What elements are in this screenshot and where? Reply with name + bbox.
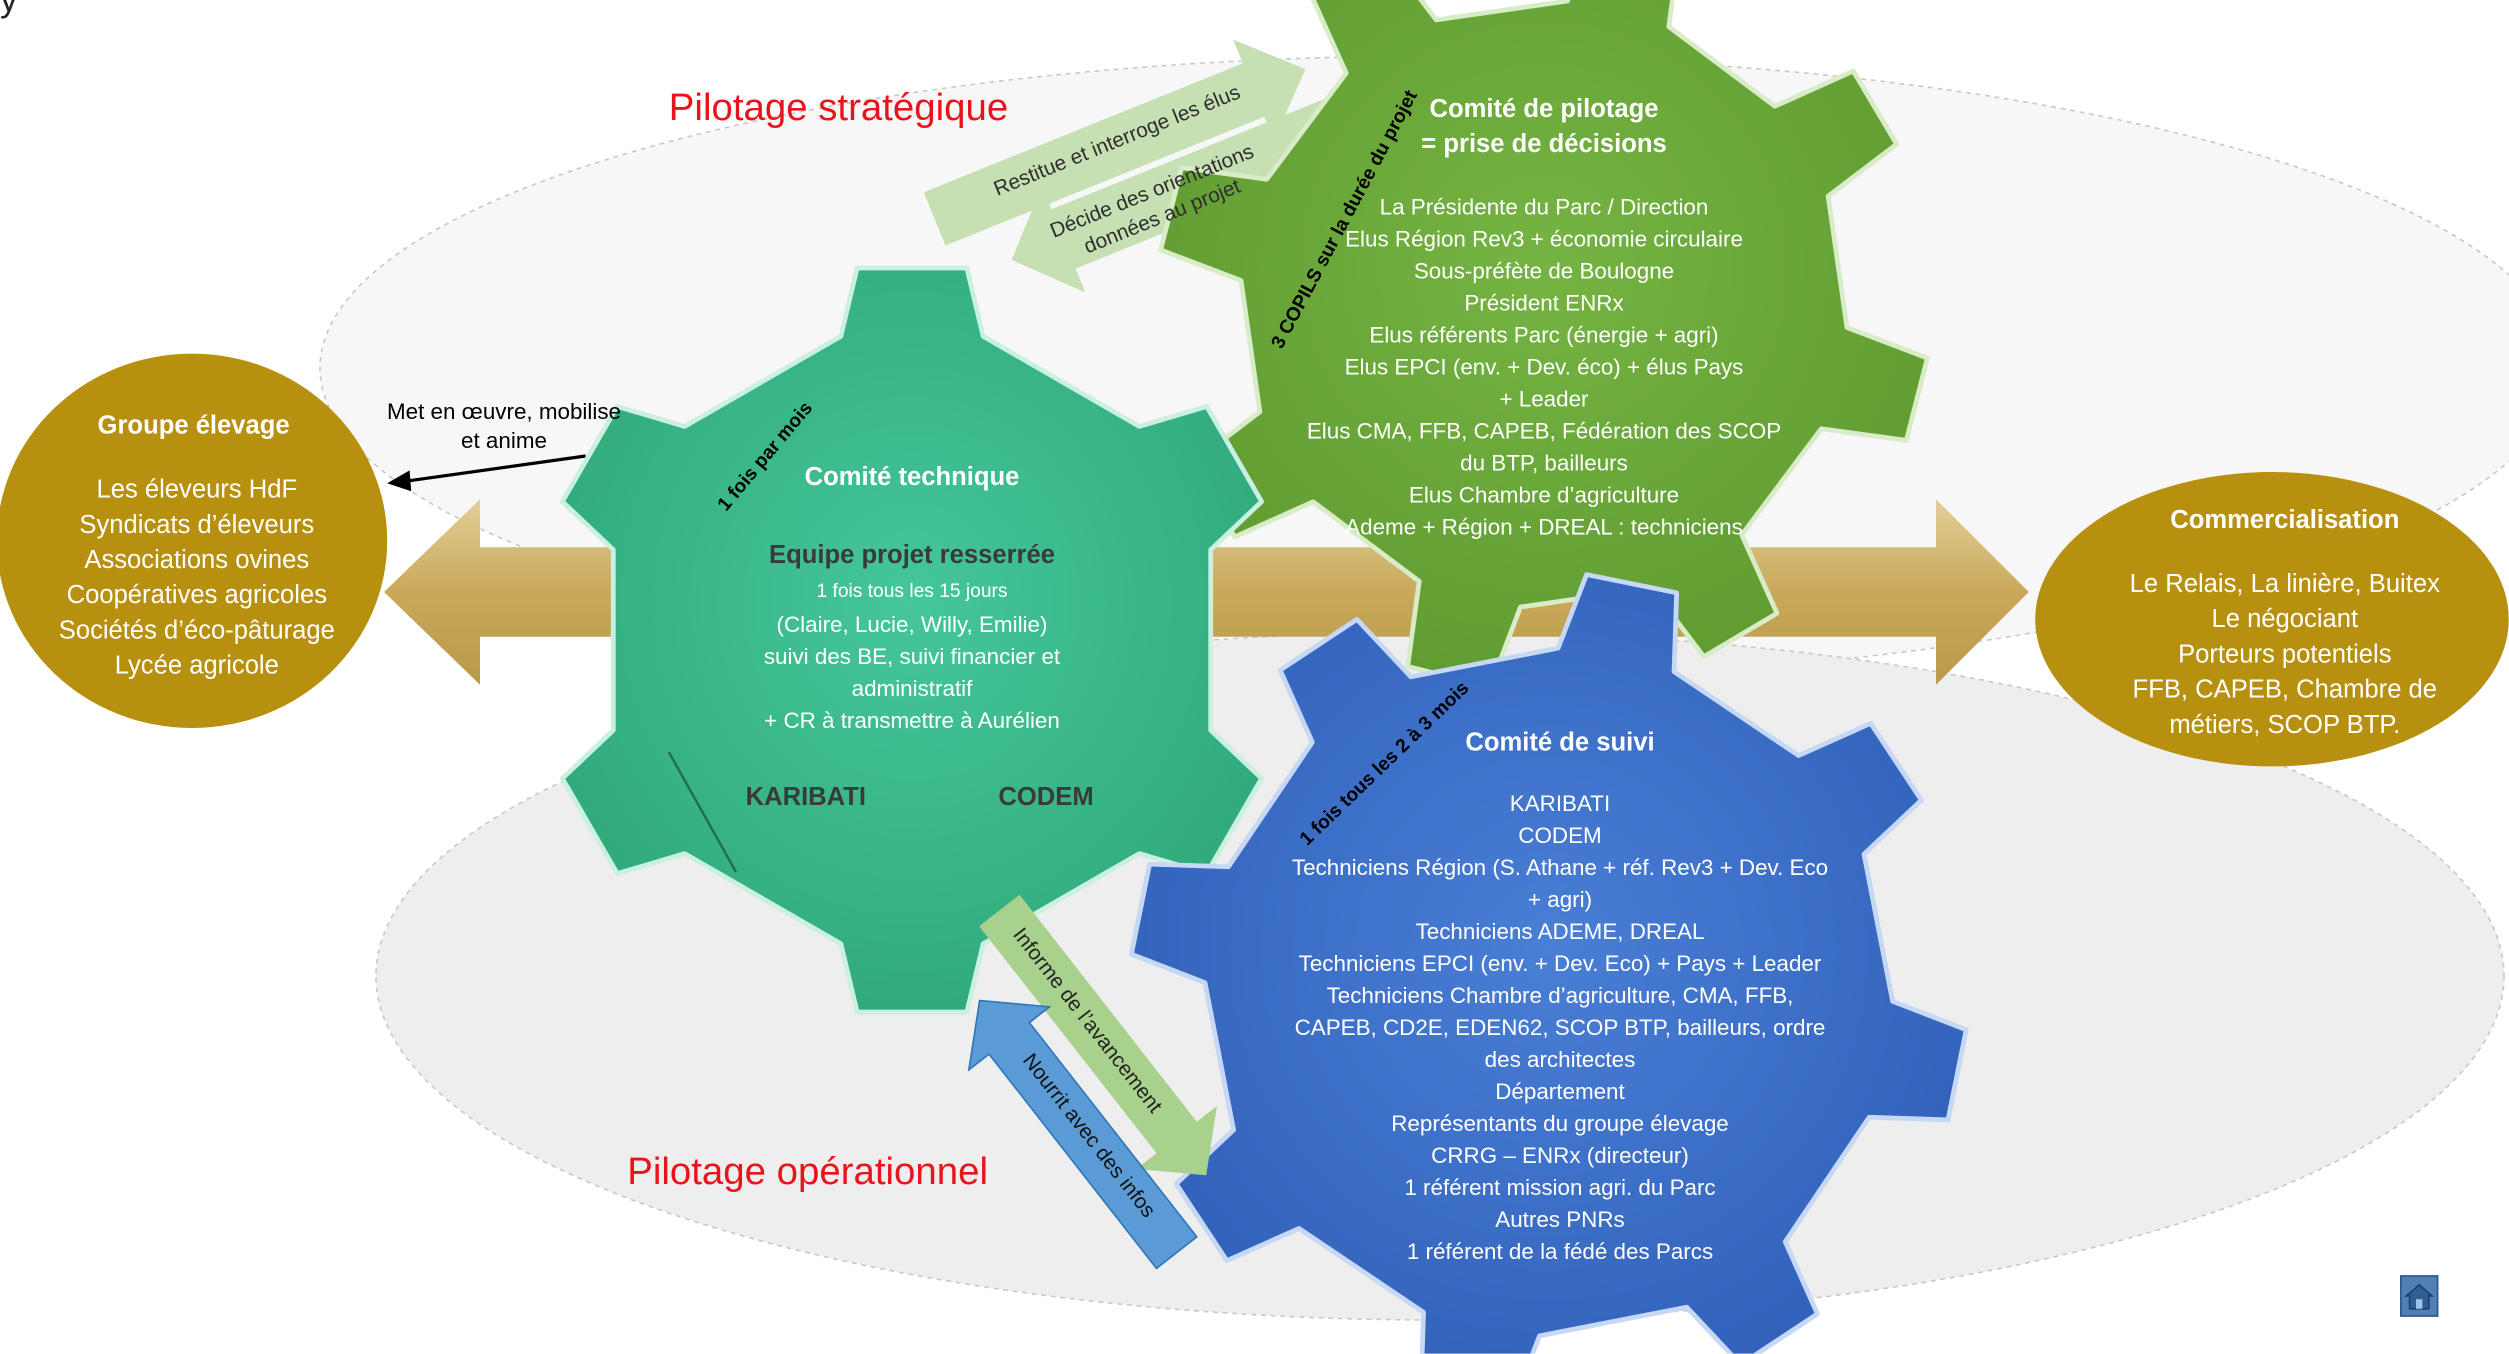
groupe-elevage-item: Coopératives agricoles	[66, 582, 327, 610]
comite-suivi-line: 1 référent de la fédé des Parcs	[1406, 1238, 1714, 1264]
comite-pilotage-gear	[1158, 0, 1930, 690]
strategic-zone-title: Pilotage stratégique	[668, 86, 1009, 130]
operational-zone-title: Pilotage opérationnel	[627, 1150, 989, 1194]
comite-technique-subtitle: Equipe projet resserrée	[769, 542, 1055, 570]
comite-suivi-line: 1 référent mission agri. du Parc	[1404, 1174, 1716, 1200]
comite-pilotage-line: du BTP, bailleurs	[1460, 449, 1628, 476]
comite-suivi-line: Département	[1495, 1078, 1625, 1104]
informe-arrow	[979, 894, 1218, 1176]
comite-technique-line: + CR à transmettre à Aurélien	[764, 707, 1060, 733]
comite-pilotage-line: Elus Chambre d’agriculture	[1408, 481, 1680, 508]
comite-pilotage-line: Elus Région Rev3 + économie circulaire	[1345, 225, 1743, 252]
comite-suivi-line: Techniciens ADEME, DREAL	[1415, 918, 1705, 944]
met-en-oeuvre-line: et anime	[461, 427, 547, 453]
comite-pilotage-line: La Présidente du Parc / Direction	[1379, 193, 1709, 220]
groupe-elevage-item: Syndicats d’éleveurs	[79, 512, 315, 540]
met-en-oeuvre-arrow-line	[402, 454, 586, 484]
comite-suivi-title: Comité de suivi	[1465, 729, 1655, 757]
groupe-elevage-item: Associations ovines	[84, 547, 310, 575]
gear-shape	[1128, 572, 1969, 1354]
met-en-oeuvre-arrowhead	[387, 470, 412, 492]
groupe-elevage-item: Les éleveurs HdF	[96, 476, 298, 504]
groupe-elevage-item: Lycée agricole	[114, 652, 279, 680]
comite-technique-cadence: 1 fois tous les 15 jours	[816, 579, 1008, 602]
comite-pilotage-line: Elus CMA, FFB, CAPEB, Fédération des SCO…	[1306, 417, 1782, 444]
commercialisation-title: Commercialisation	[2170, 507, 2400, 535]
comite-pilotage-title-line: Comité de pilotage	[1429, 96, 1659, 124]
codem-label: CODEM	[998, 784, 1094, 812]
comite-technique-line: (Claire, Lucie, Willy, Emilie)	[776, 611, 1048, 637]
gear-shape	[560, 265, 1265, 1015]
header-fragment: y	[0, 0, 18, 17]
comite-suivi-line: Techniciens Région (S. Athane + réf. Rev…	[1291, 854, 1829, 880]
comite-suivi-line: CAPEB, CD2E, EDEN62, SCOP BTP, bailleurs…	[1294, 1014, 1826, 1040]
home-icon-glyph	[2404, 1283, 2435, 1310]
met-en-oeuvre-label: Met en œuvre, mobilise et anime	[362, 397, 647, 455]
comite-suivi-lines: KARIBATI CODEM Techniciens Région (S. At…	[1264, 787, 1856, 1267]
restitue-arrow	[923, 39, 1306, 246]
comite-pilotage-line: Elus EPCI (env. + Dev. éco) + élus Pays	[1344, 353, 1744, 380]
home-icon[interactable]	[2400, 1275, 2439, 1317]
teal-gear-divider	[667, 751, 738, 873]
comite-pilotage-title: Comité de pilotage = prise de décisions	[1328, 93, 1760, 163]
comite-suivi-line: Techniciens Chambre d’agriculture, CMA, …	[1326, 982, 1794, 1008]
comite-technique-line: administratif	[851, 675, 973, 701]
comite-pilotage-lines: La Présidente du Parc / Direction Elus R…	[1296, 190, 1792, 542]
met-en-oeuvre-line: Met en œuvre, mobilise	[386, 398, 622, 424]
comite-suivi-gear	[1128, 572, 1969, 1354]
commercialisation-item: Le négociant	[2211, 606, 2359, 634]
commercialisation-item: FFB, CAPEB, Chambre de	[2132, 676, 2438, 704]
commercialisation-item: Le Relais, La linière, Buitex	[2129, 571, 2440, 599]
comite-pilotage-line: Elus référents Parc (énergie + agri)	[1369, 321, 1719, 348]
comite-pilotage-line: Président ENRx	[1464, 289, 1624, 316]
commercialisation-list: Le Relais, La linière, Buitex Le négocia…	[2064, 568, 2506, 744]
comite-suivi-line: Techniciens EPCI (env. + Dev. Eco) + Pay…	[1298, 950, 1822, 976]
comite-technique-lines: (Claire, Lucie, Willy, Emilie) suivi des…	[688, 608, 1136, 736]
comite-suivi-line: CODEM	[1518, 822, 1602, 848]
commercialisation-item: Porteurs potentiels	[2178, 641, 2392, 669]
comite-technique-title: Comité technique	[804, 464, 1020, 492]
comite-suivi-line: Autres PNRs	[1495, 1206, 1625, 1232]
commercialisation-item: métiers, SCOP BTP.	[2169, 712, 2401, 740]
comite-pilotage-line: Ademe + Région + DREAL : techniciens	[1345, 513, 1743, 540]
comite-pilotage-line: + Leader	[1499, 385, 1589, 412]
nourrit-arrow	[967, 999, 1198, 1270]
comite-suivi-line: des architectes	[1484, 1046, 1636, 1072]
comite-suivi-line: Représentants du groupe élevage	[1391, 1110, 1729, 1136]
comite-suivi-line: + agri)	[1527, 886, 1593, 912]
gear-shape	[1158, 0, 1930, 690]
comite-technique-line: suivi des BE, suivi financier et	[763, 643, 1061, 669]
groupe-elevage-title: Groupe élevage	[97, 412, 290, 440]
commercialisation-oval	[2035, 472, 2509, 767]
comite-pilotage-title-line: = prise de décisions	[1421, 131, 1667, 159]
groupe-elevage-list: Les éleveurs HdF Syndicats d’éleveurs As…	[0, 474, 394, 685]
comite-suivi-line: KARIBATI	[1509, 790, 1611, 816]
comite-pilotage-line: Sous-préfète de Boulogne	[1413, 257, 1675, 284]
groupe-elevage-oval	[0, 353, 388, 728]
comite-suivi-line: CRRG – ENRx (directeur)	[1431, 1142, 1689, 1168]
comite-technique-gear	[560, 265, 1265, 1015]
karibati-label: KARIBATI	[745, 784, 866, 812]
groupe-elevage-item: Sociétés d’éco-pâturage	[58, 617, 335, 645]
